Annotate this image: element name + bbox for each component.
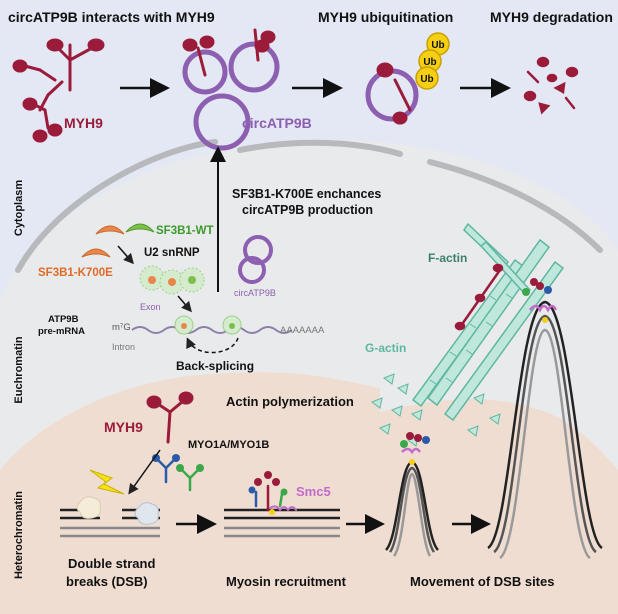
enhance-line1: SF3B1-K700E enchances [232, 187, 381, 201]
u2-label: U2 snRNP [144, 247, 200, 259]
dsb-loop-tall [487, 300, 603, 560]
actin-poly-label: Actin polymerization [226, 394, 354, 409]
nuclear-envelope-right [427, 159, 603, 253]
m7g-label: m⁷G [112, 322, 131, 333]
recruit-chromatin [224, 508, 340, 538]
ub-label-3: Ub [420, 74, 433, 85]
heterochromatin-base [0, 470, 618, 614]
sf3b1-mut-shape-1 [95, 225, 125, 235]
dsb-label-1: Double strand [68, 556, 155, 571]
exon-label: Exon [140, 302, 161, 312]
spliceosome-on-rna [174, 315, 242, 335]
spliceosome-group [139, 265, 205, 295]
lightning-icon [89, 469, 125, 495]
movement-label: Movement of DSB sites [410, 574, 554, 589]
nuclear-envelope-outer [15, 139, 218, 273]
nuclear-envelope-mid [237, 139, 403, 157]
dsb-loop-small-complex [400, 432, 430, 465]
factin-label: F-actin [428, 251, 467, 265]
myh9-on-circ [182, 28, 276, 77]
dsb-blob-2 [134, 502, 159, 525]
myh9-fragments [523, 56, 579, 115]
smc5-label: Smc5 [296, 484, 331, 499]
arrow-myh9-to-dsb [128, 449, 161, 495]
label-euchromatin: Euchromatin [13, 336, 25, 404]
myh9-top-label: MYH9 [64, 115, 103, 131]
step1-title: circATP9B interacts with MYH9 [8, 9, 215, 25]
myosin-on-actin [454, 263, 504, 331]
recruit-complex [248, 471, 297, 515]
circ-rings-small [238, 235, 273, 284]
recruit-label: Myosin recruitment [226, 574, 347, 589]
myh9-bottom-label: MYH9 [104, 419, 143, 435]
sf3b1-wt-shape [125, 223, 155, 233]
ub-bead-3 [415, 66, 439, 90]
myh9-molecule [12, 38, 105, 143]
label-heterochromatin: Heterochromatin [13, 491, 25, 579]
pre-mrna-line [131, 326, 293, 334]
sf3b1-mut-shape-2 [81, 248, 111, 258]
dsb-blob-1 [76, 496, 101, 519]
f-actin-filaments [411, 222, 565, 422]
backsplicing-label: Back-splicing [176, 359, 254, 373]
premrna-label: pre-mRNA [38, 326, 85, 337]
polya-label: AAAAAAA [280, 325, 325, 336]
backsplice-arrow [186, 337, 239, 354]
circ-top-label: circATP9B [242, 115, 312, 131]
intron-label: Intron [112, 342, 135, 352]
sf3b1-wt-label: SF3B1-WT [156, 225, 214, 237]
dsb-label-2: breaks (DSB) [66, 574, 148, 589]
myh9-lower [146, 391, 194, 444]
ub-chain: Ub Ub Ub [415, 32, 450, 90]
enhance-line2: circATP9B production [242, 203, 373, 217]
atp9b-label: ATP9B [48, 314, 79, 325]
gactin-label: G-actin [365, 341, 406, 355]
step3-title: MYH9 degradation [490, 9, 613, 25]
label-cytoplasm: Cytoplasm [13, 180, 25, 236]
arrow-spliceosome [177, 295, 192, 313]
actin-hatching [429, 293, 513, 385]
circ-small-label: circATP9B [234, 288, 276, 298]
myo1-molecules [152, 454, 204, 492]
step2-title: MYH9 ubiquitination [318, 9, 453, 25]
myh9-ub [376, 62, 412, 125]
myo-label: MYO1A/MYO1B [188, 439, 269, 451]
ub-label-2: Ub [423, 57, 436, 68]
dsb-loop-tall-complex [522, 278, 558, 323]
ub-label-1: Ub [431, 40, 444, 51]
sf3b1-mut-label: SF3B1-K700E [38, 267, 113, 279]
g-actin-monomers [370, 373, 501, 447]
arrow-sf3b1 [117, 245, 134, 265]
